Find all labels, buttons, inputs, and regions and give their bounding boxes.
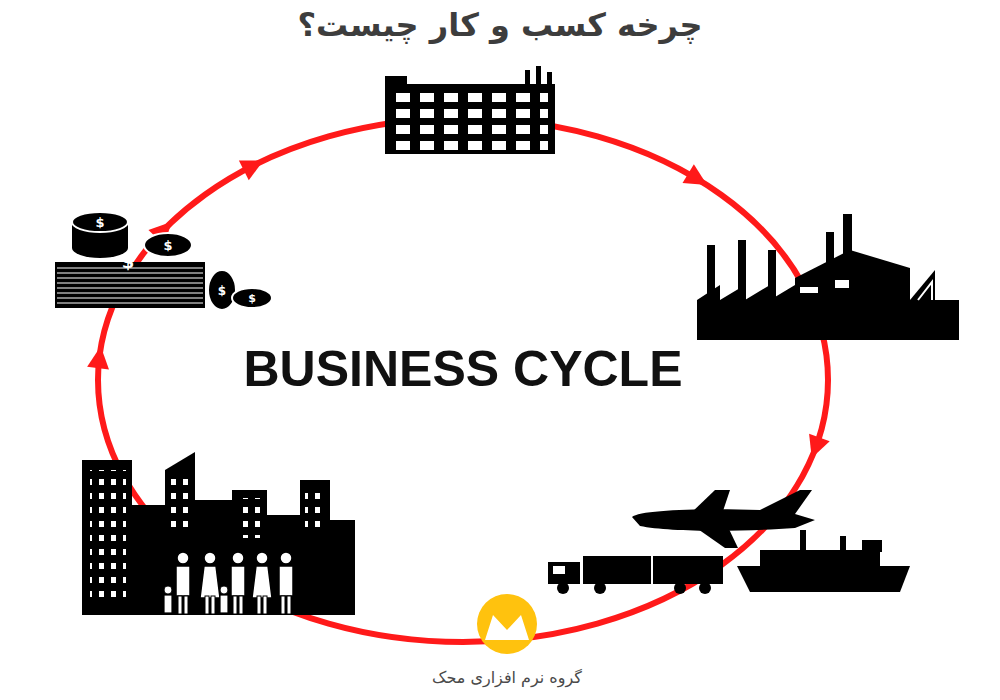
- person-figure: [200, 552, 220, 614]
- svg-text:$: $: [248, 292, 256, 305]
- svg-text:$: $: [95, 215, 104, 230]
- money-stack-icon: $ $ $ $ $: [55, 212, 272, 310]
- people-figures: [164, 552, 293, 614]
- svg-text:$: $: [218, 284, 226, 298]
- svg-text:$: $: [163, 238, 172, 253]
- factory-icon: [697, 214, 959, 340]
- center-label: BUSINESS CYCLE: [0, 340, 926, 398]
- cycle-arrowhead: [683, 164, 708, 185]
- cycle-arrowhead: [87, 346, 109, 369]
- svg-text:$: $: [122, 251, 135, 272]
- person-figure: [231, 552, 245, 614]
- cycle-arrowhead: [239, 160, 264, 180]
- transport-icon: [548, 490, 910, 594]
- cycle-arrowhead: [809, 434, 830, 458]
- child-figure: [220, 586, 228, 613]
- watermark: گروه نرم افزاری محک: [0, 668, 1000, 687]
- company-logo: [477, 594, 537, 654]
- person-figure: [252, 552, 272, 614]
- page-title: چرخه کسب و کار چیست؟: [0, 6, 1000, 44]
- person-figure: [176, 552, 190, 614]
- person-figure: [279, 552, 293, 614]
- office-building-icon: [385, 66, 555, 154]
- city-people-icon: [82, 452, 355, 615]
- child-figure: [164, 586, 172, 613]
